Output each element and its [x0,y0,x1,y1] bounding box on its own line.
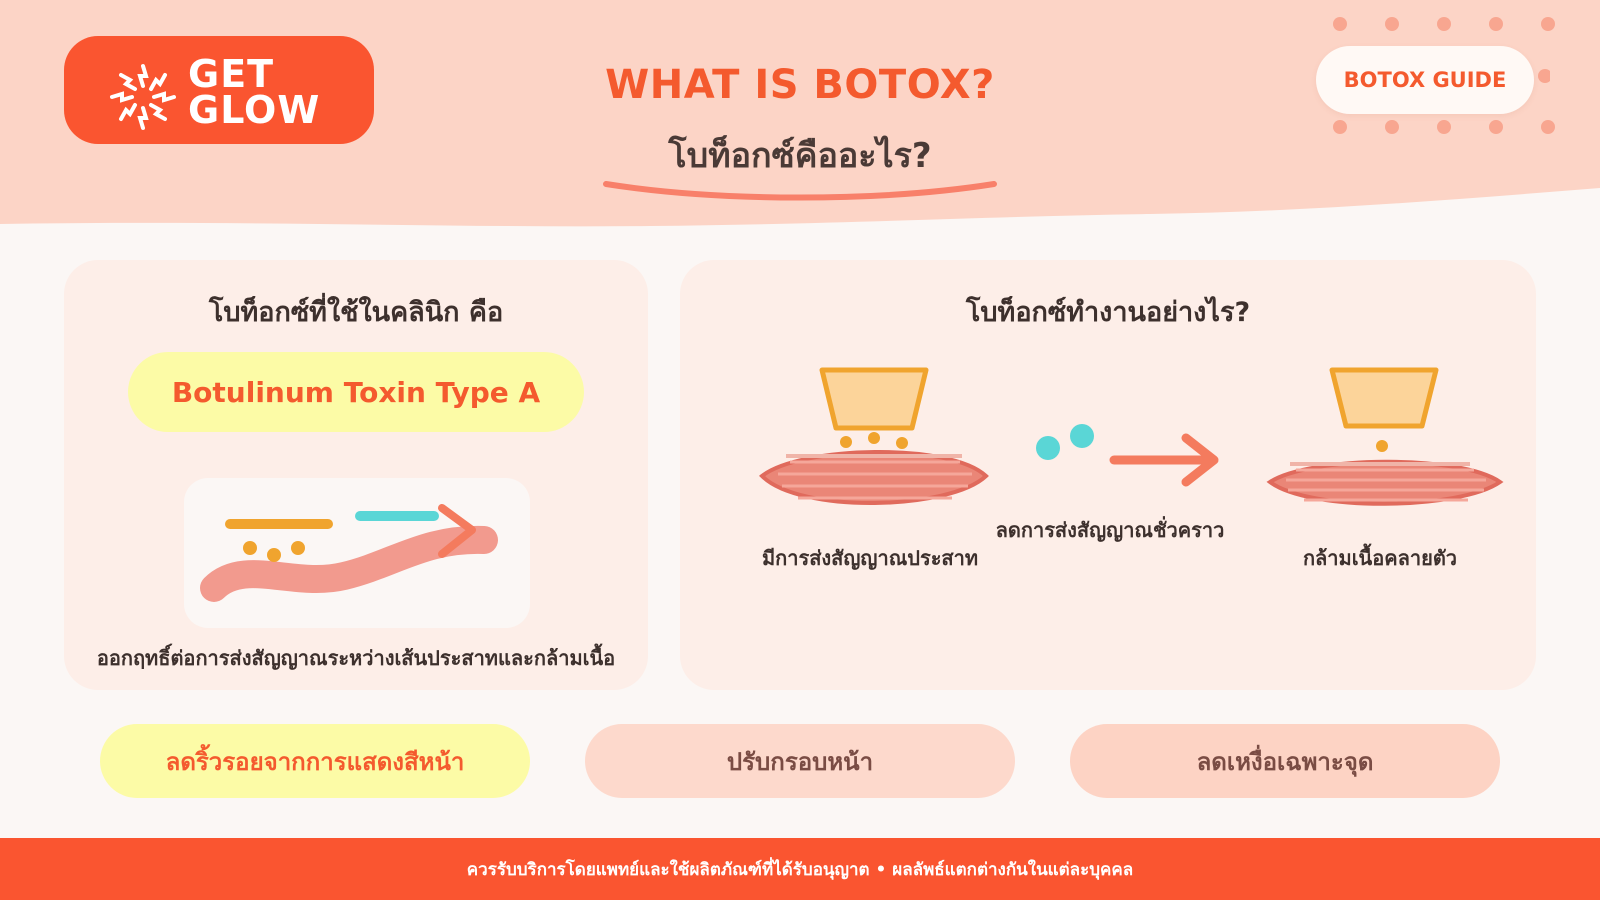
brand-line-1: GET [188,52,275,96]
how-botox-works-title: โบท็อกซ์ทำงานอย่างไร? [965,297,1251,328]
header-background [0,0,1600,227]
title-underline [603,181,997,201]
botox-guide-badge: BOTOX GUIDE [1316,46,1534,114]
brand-line-2: GLOW [188,88,321,132]
page-title-th: โบท็อกซ์คืออะไร? [668,136,932,176]
toxin-type-badge: Botulinum Toxin Type A [128,352,584,432]
nerve-terminal-relaxed-icon [1329,367,1439,452]
nerve-muscle-illustration [184,478,530,628]
arrow-right-icon [1109,433,1219,487]
relaxed-muscle-icon [1266,459,1504,506]
toxin-effect-caption: ออกฤทธิ์ต่อการส่งสัญญาณระหว่างเส้นประสาท… [96,646,616,670]
muscle-icon [758,450,989,505]
page-title-en: WHAT IS BOTOX? [605,62,995,108]
brand-wordmark: GET GLOW [188,52,321,132]
decorative-dots-edge [1541,17,1555,134]
nerve-terminal-icon [819,367,929,449]
how-botox-works-card: โบท็อกซ์ทำงานอย่างไร? [680,260,1536,690]
brand-logo: GET GLOW [64,36,374,144]
disclaimer-footer: ควรรับบริการโดยแพทย์และใช้ผลิตภัณฑ์ที่ได… [0,838,1600,900]
step-muscle-relax-caption: กล้ามเนื้อคลายตัว [1302,546,1458,570]
decorative-dots [1333,17,1550,134]
clinical-botox-title: โบท็อกซ์ที่ใช้ในคลินิก คือ [208,297,504,328]
starburst-logo-icon [110,64,176,130]
benefit-face-contour: ปรับกรอบหน้า [585,724,1015,798]
nerve-signal-icon [200,504,498,602]
step-nerve-signal-caption: มีการส่งสัญญาณประสาท [761,546,979,570]
clinical-botox-card: โบท็อกซ์ที่ใช้ในคลินิก คือ Botulinum Tox… [64,260,648,690]
benefit-sweat-reduction: ลดเหงื่อเฉพาะจุด [1070,724,1500,798]
step-reduced-signal-caption: ลดการส่งสัญญาณชั่วคราว [995,518,1225,542]
mechanism-diagram [758,367,1504,506]
toxin-molecule-icon [1036,424,1094,460]
benefit-wrinkles: ลดริ้วรอยจากการแสดงสีหน้า [100,724,530,798]
